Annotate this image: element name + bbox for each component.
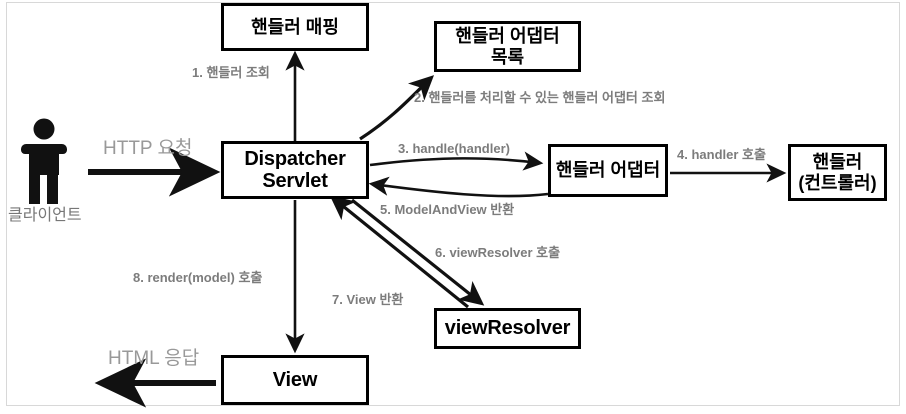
node-handler-controller[interactable]: 핸들러 (컨트롤러)	[788, 144, 887, 201]
label-step3: 3. handle(handler)	[398, 141, 510, 156]
node-handler-mapping[interactable]: 핸들러 매핑	[221, 3, 369, 51]
label-step5: 5. ModelAndView 반환	[380, 202, 515, 217]
label-step1: 1. 핸들러 조회	[192, 65, 270, 80]
label-step8: 8. render(model) 호출	[133, 270, 263, 285]
client-label: 클라이언트	[8, 207, 82, 224]
label-step4: 4. handler 호출	[677, 147, 766, 162]
node-view[interactable]: View	[221, 355, 369, 405]
label-html-response: HTML 응답	[108, 348, 200, 369]
node-dispatcher-servlet[interactable]: Dispatcher Servlet	[221, 141, 369, 199]
node-view-resolver[interactable]: viewResolver	[434, 308, 581, 349]
label-step2: 2. 핸들러를 처리할 수 있는 핸들러 어댑터 조회	[414, 90, 666, 105]
label-step7: 7. View 반환	[332, 292, 404, 307]
node-handler-adapter-list[interactable]: 핸들러 어댑터 목록	[434, 21, 581, 72]
diagram-frame	[6, 2, 900, 406]
node-handler-adapter[interactable]: 핸들러 어댑터	[548, 144, 668, 197]
client-figure-icon	[21, 118, 67, 204]
label-step6: 6. viewResolver 호출	[435, 245, 561, 260]
label-http-request: HTTP 요청	[103, 138, 193, 159]
